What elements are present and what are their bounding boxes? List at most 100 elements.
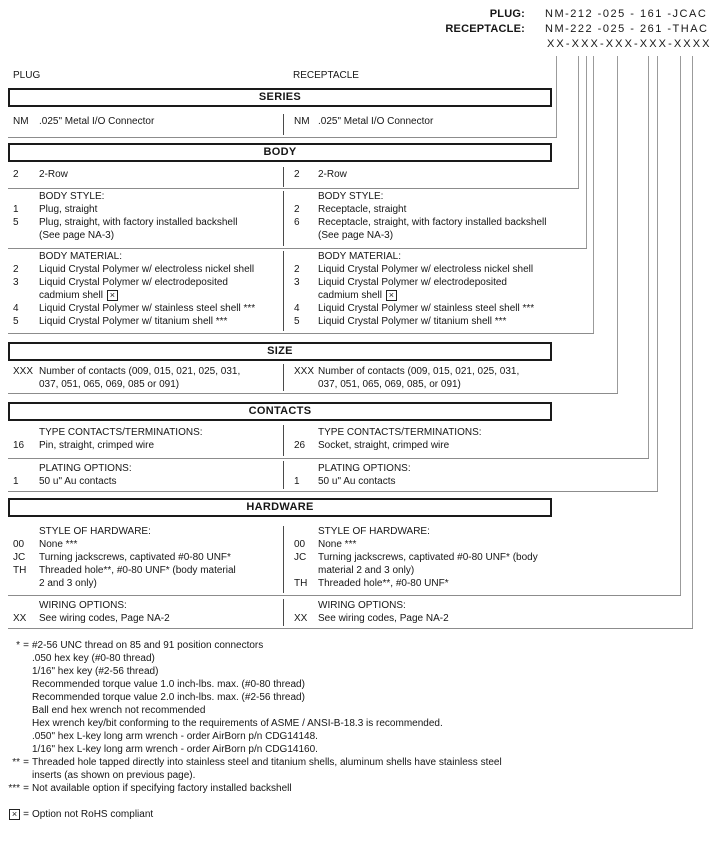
receptacle-part-number-value: NM-222 -025 - 261 -THAC (545, 23, 709, 35)
connector-line-body-material (593, 56, 594, 333)
footnote-marker: ** (12, 757, 20, 768)
subsection-label: BODY MATERIAL: (318, 251, 401, 262)
footnote-eq: = (23, 640, 29, 651)
not-rohs-icon: × (9, 809, 20, 820)
footnote-eq: = (23, 783, 29, 794)
footnote-marker: *** (8, 783, 20, 794)
section-header-hardware: HARDWARE (8, 498, 552, 517)
option-desc: cadmium shell× (318, 290, 397, 302)
option-desc: (See page NA-3) (318, 230, 394, 241)
option-code: NM (294, 116, 310, 127)
option-code: 3 (13, 277, 19, 288)
option-desc: .025" Metal I/O Connector (318, 116, 434, 127)
rule-wiring-bottom (8, 628, 693, 629)
option-desc: (See page NA-3) (39, 230, 115, 241)
option-code: 16 (13, 440, 25, 451)
option-desc: See wiring codes, Page NA-2 (39, 613, 170, 624)
option-code: 26 (294, 440, 306, 451)
option-desc: Number of contacts (009, 015, 021, 025, … (318, 366, 520, 377)
option-code: TH (13, 565, 27, 576)
option-desc: None *** (318, 539, 357, 550)
footnote-text: .050" hex L-key long arm wrench - order … (32, 731, 318, 742)
option-desc: Liquid Crystal Polymer w/ titanium shell… (318, 316, 507, 327)
option-desc: Turning jackscrews, captivated #0-80 UNF… (318, 552, 538, 563)
option-desc: 037, 051, 065, 069, 085, or 091) (318, 379, 461, 390)
not-rohs-icon: × (385, 290, 397, 301)
footnote-text: Not available option if specifying facto… (32, 783, 292, 794)
option-code: 6 (294, 217, 300, 228)
option-code: 4 (13, 303, 19, 314)
option-desc: Liquid Crystal Polymer w/ electroless ni… (318, 264, 534, 275)
footnote-text: 1/16" hex L-key long arm wrench - order … (32, 744, 318, 755)
option-code: XXX (13, 366, 34, 377)
option-code: 2 (294, 204, 300, 215)
column-divider (283, 191, 284, 246)
option-code: 00 (294, 539, 306, 550)
section-header-body: BODY (8, 143, 552, 162)
footnote-text: Recommended torque value 1.0 inch-lbs. m… (32, 679, 305, 690)
rule-contact-type-bottom (8, 458, 649, 459)
subsection-label: TYPE CONTACTS/TERMINATIONS: (318, 427, 482, 438)
plug-part-number-label: PLUG: (489, 8, 525, 20)
option-desc: cadmium shell× (39, 290, 118, 302)
option-desc: Pin, straight, crimped wire (39, 440, 155, 451)
connector-line-wiring (692, 56, 693, 628)
option-code: XXX (294, 366, 315, 377)
section-header-size: SIZE (8, 342, 552, 361)
option-code: 2 (13, 264, 19, 275)
option-code: XX (13, 613, 27, 624)
column-divider (283, 461, 284, 489)
option-desc: .025" Metal I/O Connector (39, 116, 155, 127)
option-code: 2 (294, 264, 300, 275)
connector-line-contact-type (648, 56, 649, 458)
subsection-label: WIRING OPTIONS: (318, 600, 406, 611)
receptacle-part-number-label: RECEPTACLE: (445, 23, 525, 35)
option-desc: Receptacle, straight (318, 204, 407, 215)
option-desc: See wiring codes, Page NA-2 (318, 613, 449, 624)
subsection-label: PLATING OPTIONS: (318, 463, 411, 474)
footnote-marker: × (0, 809, 20, 821)
subsection-label: BODY MATERIAL: (39, 251, 122, 262)
option-desc: Threaded hole**, #0-80 UNF* (body materi… (39, 565, 236, 576)
column-divider (283, 425, 284, 456)
footnote-eq: = (23, 757, 29, 768)
option-code: 1 (13, 476, 19, 487)
x-mark: × (388, 290, 395, 300)
connector-line-body-style (586, 56, 587, 248)
option-desc: Turning jackscrews, captivated #0-80 UNF… (39, 552, 231, 563)
option-code: 2 (13, 169, 19, 180)
column-divider (283, 251, 284, 331)
footnote-star: *=#2-56 UNC thread on 85 and 91 position… (0, 640, 263, 652)
section-header-contacts: CONTACTS (8, 402, 552, 421)
rule-hardware-style-bottom (8, 595, 681, 596)
option-desc: Liquid Crystal Polymer w/ titanium shell… (39, 316, 228, 327)
option-desc: Liquid Crystal Polymer w/ stainless stee… (318, 303, 535, 314)
connector-line-series (556, 56, 557, 137)
subsection-label: STYLE OF HARDWARE: (39, 526, 151, 537)
option-code: NM (13, 116, 29, 127)
option-desc: Liquid Crystal Polymer w/ electroless ni… (39, 264, 255, 275)
connector-line-size (617, 56, 618, 393)
footnote-text: inserts (as shown on previous page). (32, 770, 196, 781)
option-code: JC (294, 552, 307, 563)
option-code: JC (13, 552, 26, 563)
section-header-series: SERIES (8, 88, 552, 107)
part-number-digit-mask: XX-XXX-XXX-XXX-XXXX (547, 38, 710, 50)
footnote-text: Option not RoHS compliant (32, 809, 154, 820)
subsection-label: WIRING OPTIONS: (39, 600, 127, 611)
column-divider (283, 599, 284, 626)
option-desc: Number of contacts (009, 015, 021, 025, … (39, 366, 241, 377)
option-desc: Liquid Crystal Polymer w/ electrodeposit… (318, 277, 507, 288)
column-divider (283, 167, 284, 187)
option-code: 2 (294, 169, 300, 180)
subsection-label: PLATING OPTIONS: (39, 463, 132, 474)
connector-line-plating (657, 56, 658, 491)
option-code: 1 (294, 476, 300, 487)
footnote-text: Recommended torque value 2.0 inch-lbs. m… (32, 692, 305, 703)
option-code: TH (294, 578, 308, 589)
option-code: 4 (294, 303, 300, 314)
option-desc: Plug, straight, with factory installed b… (39, 217, 238, 228)
option-desc: Liquid Crystal Polymer w/ stainless stee… (39, 303, 256, 314)
option-desc: None *** (39, 539, 78, 550)
